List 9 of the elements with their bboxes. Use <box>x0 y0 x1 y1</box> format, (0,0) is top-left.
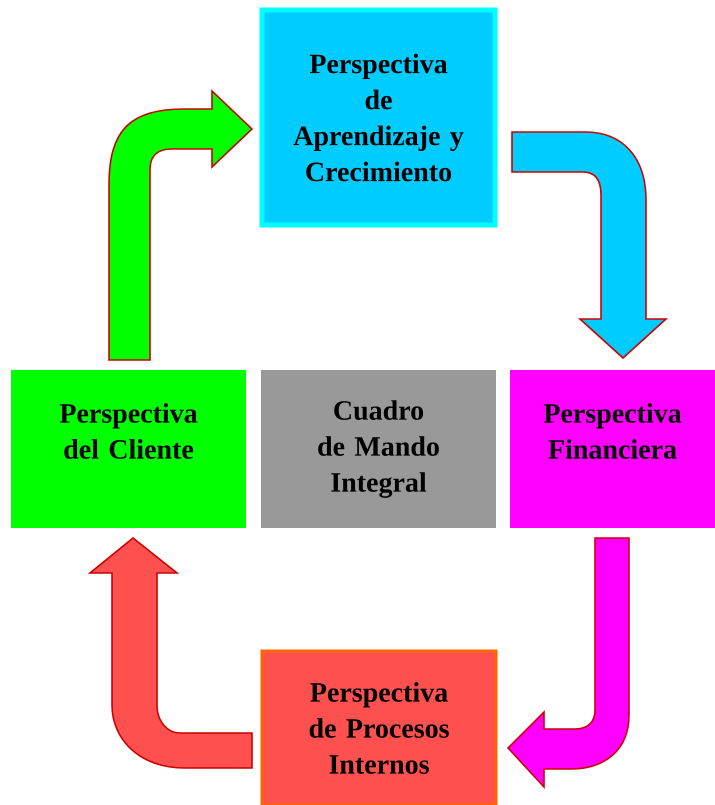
bent-arrow <box>511 131 667 359</box>
bent-arrow <box>108 90 253 361</box>
bent-arrow <box>507 537 630 788</box>
text-box: Perspectiva del Cliente <box>11 370 246 528</box>
text-box: Perspectiva de Aprendizaje y Crecimiento <box>260 8 498 228</box>
bent-arrow <box>89 537 253 769</box>
text-box: Cuadro de Mando Integral <box>261 370 496 528</box>
text-box: Perspectiva Financiera <box>510 370 715 528</box>
text-box: Perspectiva de Procesos Internos <box>260 650 498 805</box>
